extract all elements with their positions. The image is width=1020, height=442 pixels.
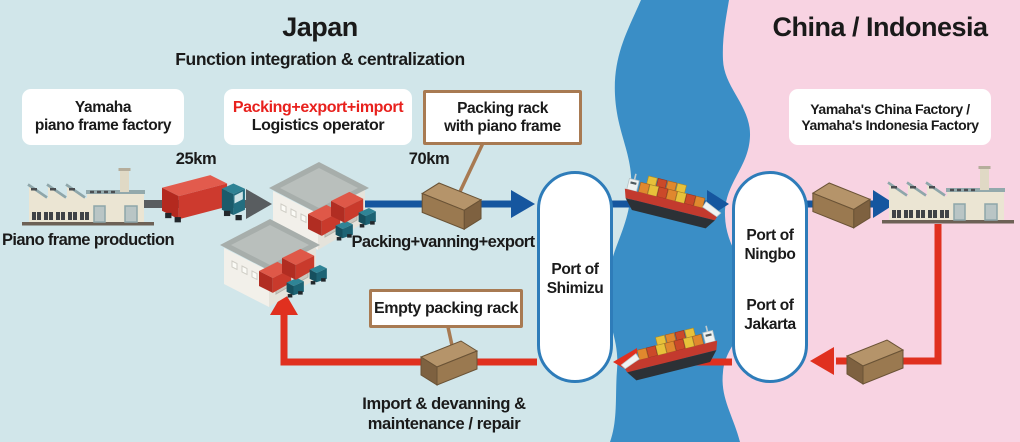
import-devanning-line2: maintenance / repair — [367, 414, 521, 433]
port-of-shimizu-box: Port of Shimizu — [537, 171, 613, 383]
china-region-title: China / Indonesia — [772, 12, 988, 42]
yamaha-factory-label-box: Yamaha piano frame factory — [22, 89, 184, 145]
japan-region-title: Japan — [282, 12, 358, 42]
port-ningbo-line2: Ningbo — [744, 246, 796, 263]
port-ningbo-label: Port of Ningbo — [735, 226, 805, 264]
port-shimizu-line2: Shimizu — [546, 280, 604, 297]
packing-rack-line2: with piano frame — [444, 117, 561, 135]
port-jakarta-label: Port of Jakarta — [735, 296, 805, 334]
japan-region-subtitle: Function integration & centralization — [175, 49, 465, 69]
port-shimizu-line1: Port of — [551, 261, 599, 278]
packing-rack-callout-connector — [455, 142, 485, 199]
china-factory-line2: Yamaha's Indonesia Factory — [801, 117, 979, 133]
port-ningbo-line1: Port of — [746, 227, 794, 244]
empty-rack-label: Empty packing rack — [374, 299, 518, 317]
port-jakarta-line2: Jakarta — [744, 316, 796, 333]
empty-rack-callout: Empty packing rack — [369, 289, 523, 328]
yamaha-factory-line2: piano frame factory — [34, 117, 172, 134]
empty-rack-icon-japan — [420, 340, 478, 386]
packing-vanning-export-label: Packing+vanning+export — [351, 233, 535, 251]
logistics-operator-line2: Logistics operator — [251, 117, 385, 134]
yamaha-factory-line1: Yamaha — [74, 99, 132, 116]
import-devanning-label: Import & devanning & maintenance / repai… — [349, 395, 539, 435]
packing-rack-line1: Packing rack — [457, 99, 548, 117]
piano-frame-factory-icon — [20, 166, 156, 227]
china-factory-line1: Yamaha's China Factory / — [810, 101, 970, 117]
port-shimizu-label: Port of Shimizu — [540, 260, 610, 298]
china-factory-label-box: Yamaha's China Factory / Yamaha's Indone… — [789, 89, 991, 145]
logistics-operator-line1: Packing+export+import — [232, 99, 404, 116]
port-jakarta-line1: Port of — [746, 297, 794, 314]
distance-25km-label: 25km — [175, 150, 217, 168]
port-of-ningbo-jakarta-box: Port of Ningbo Port of Jakarta — [732, 171, 808, 383]
logistics-operator-label-box: Packing+export+import Logistics operator — [224, 89, 412, 145]
distance-70km-label: 70km — [408, 150, 450, 168]
import-devanning-line1: Import & devanning & — [362, 395, 526, 413]
packing-rack-icon-outbound-japan — [421, 182, 482, 230]
truck-icon — [162, 175, 245, 223]
piano-frame-production-label: Piano frame production — [2, 231, 175, 249]
packing-rack-callout: Packing rack with piano frame — [423, 90, 582, 145]
